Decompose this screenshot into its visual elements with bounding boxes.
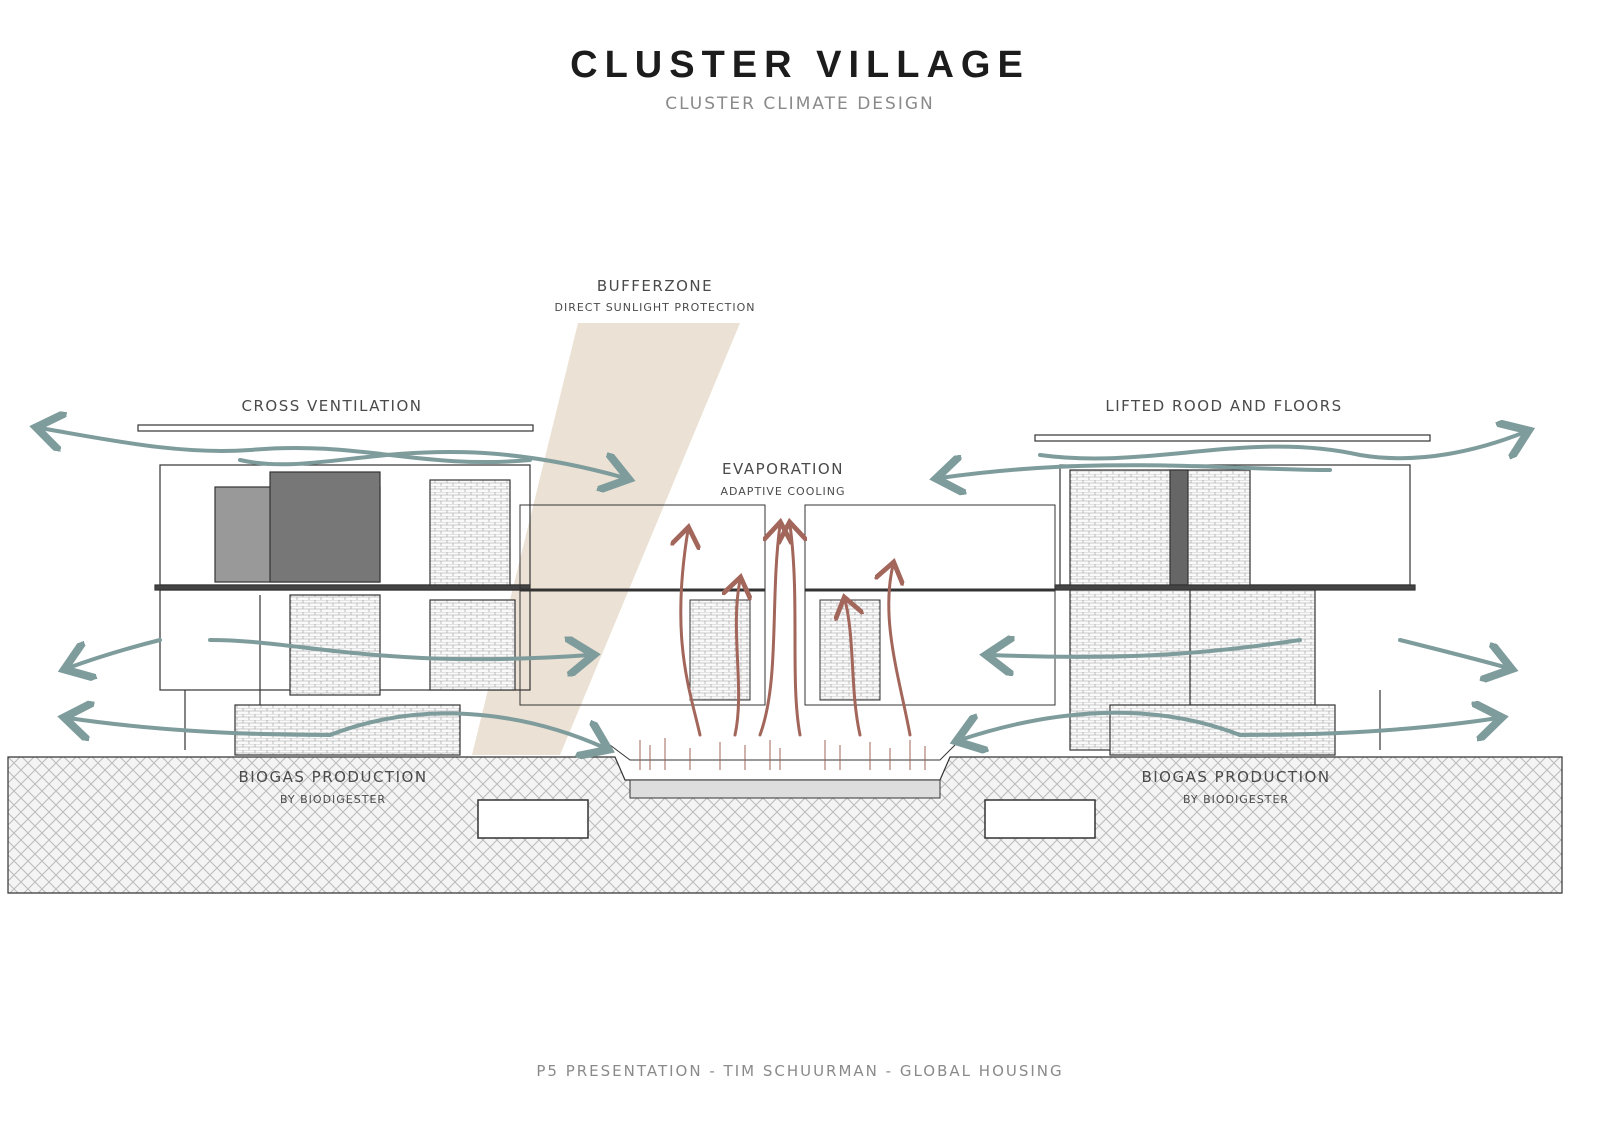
- biogas-left-label: BIOGAS PRODUCTION: [238, 768, 428, 786]
- evaporation-label: EVAPORATION: [722, 460, 844, 478]
- right-building: [1034, 434, 1431, 756]
- biogas-left-sublabel: BY BIODIGESTER: [279, 793, 387, 806]
- evaporation-arrows: [681, 525, 912, 737]
- ground-section: [7, 756, 1563, 894]
- bufferzone-shade: [472, 323, 740, 755]
- biogas-right-sublabel: BY BIODIGESTER: [1182, 793, 1290, 806]
- footer-credit: P5 PRESENTATION - TIM SCHUURMAN - GLOBAL…: [536, 1062, 1064, 1080]
- left-building: [137, 424, 534, 756]
- lifted-roof-label: LIFTED ROOD AND FLOORS: [1105, 397, 1343, 415]
- page-subtitle: CLUSTER CLIMATE DESIGN: [665, 94, 935, 114]
- page-title: CLUSTER VILLAGE: [570, 44, 1030, 86]
- airflow-arrows: [40, 428, 1525, 748]
- evaporation-sublabel: ADAPTIVE COOLING: [720, 485, 846, 498]
- bufferzone-label: BUFFERZONE: [596, 277, 714, 295]
- pond-plants: [609, 738, 961, 770]
- biogas-right-label: BIOGAS PRODUCTION: [1141, 768, 1331, 786]
- cross-ventilation-label: CROSS VENTILATION: [241, 397, 423, 415]
- bufferzone-sublabel: DIRECT SUNLIGHT PROTECTION: [554, 301, 756, 314]
